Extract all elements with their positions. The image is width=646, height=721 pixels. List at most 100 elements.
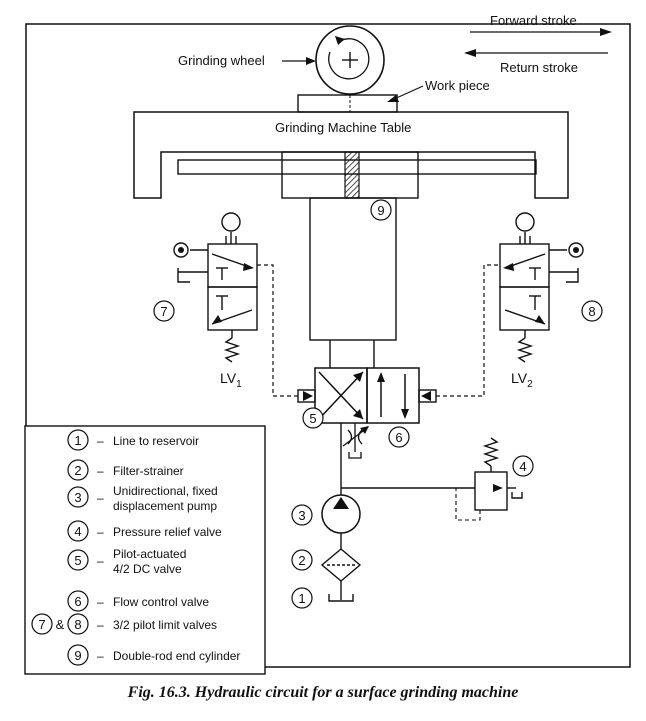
legend-item: 9 –Double-rod end cylinder	[67, 644, 240, 666]
filter-strainer	[320, 548, 362, 582]
lv2-pilot-port-dot	[573, 247, 579, 253]
legend-item: 1 –Line to reservoir	[67, 429, 199, 451]
outer-frame	[25, 23, 631, 668]
legend-number: 3	[74, 490, 81, 505]
legend-dash: –	[97, 525, 104, 539]
work-piece-leader	[391, 85, 424, 101]
legend-number: 4	[74, 524, 81, 539]
svg-text:8: 8	[588, 304, 595, 319]
legend-dash: –	[97, 464, 104, 478]
legend-number-circle	[67, 486, 89, 508]
legend-number-circle	[67, 520, 89, 542]
svg-text:7: 7	[160, 304, 167, 319]
svg-text:9: 9	[377, 203, 384, 218]
num-6-marker: 6	[388, 426, 410, 448]
svg-text:4: 4	[519, 459, 526, 474]
relief-valve-pilot-line	[455, 488, 481, 521]
legend-description: Unidirectional, fixed	[113, 484, 218, 498]
dc-valve-arrow-icon-4	[401, 409, 409, 419]
limit-valve-lv2	[499, 212, 579, 363]
lv2-arrow-icon	[503, 263, 514, 271]
legend-dash: –	[97, 595, 104, 609]
legend-number: 8	[74, 617, 81, 632]
legend-item: 7&8 –3/2 pilot limit valves	[31, 613, 217, 635]
legend-description: Pressure relief valve	[113, 525, 222, 539]
svg-text:3: 3	[298, 508, 305, 523]
dc-valve-arrow-icon-2	[353, 409, 363, 419]
lv2-arrow-icon-2	[535, 315, 545, 324]
limit-valve-lv1	[177, 212, 258, 363]
num-5-marker: 5	[302, 407, 324, 429]
num-7-marker: 7	[153, 300, 175, 322]
dc-valve-pilot-right-arrow-icon	[421, 391, 431, 401]
legend-number: 9	[74, 648, 81, 663]
work-piece-leader-arrow-icon	[387, 95, 399, 102]
legend-number-circle	[67, 429, 89, 451]
svg-text:2: 2	[298, 553, 305, 568]
legend-number: 7	[38, 617, 45, 632]
lv1-label: LV1	[220, 370, 242, 390]
legend-number-circle	[67, 644, 89, 666]
num-1-marker: 1	[291, 587, 313, 609]
legend-description: Flow control valve	[113, 595, 209, 609]
relief-valve-arrow-icon	[493, 484, 503, 492]
legend-description: Double-rod end cylinder	[113, 649, 240, 663]
lv1-pilot-port-icon	[173, 242, 189, 258]
legend-number-circle	[67, 590, 89, 612]
legend-box	[24, 425, 266, 675]
svg-text:1: 1	[298, 591, 305, 606]
dc-valve-pilot-left-arrow-icon	[303, 391, 313, 401]
forward-stroke-label: Forward stroke	[490, 13, 577, 28]
work-piece-label: Work piece	[425, 78, 490, 93]
cylinder-port-lines	[329, 340, 375, 368]
svg-text:6: 6	[395, 430, 402, 445]
grinding-wheel-leader-arrow-icon	[306, 57, 316, 65]
legend-number: 6	[74, 594, 81, 609]
lv2-pilot-port-icon	[568, 242, 584, 258]
legend-description: 4/2 DC valve	[113, 562, 182, 576]
lv2-label: LV2	[511, 370, 533, 390]
lv1-pilot-port-dot	[178, 247, 184, 253]
legend-number: 2	[74, 463, 81, 478]
pressure-relief-valve	[474, 437, 523, 511]
legend-items: 1–Line to reservoir2–Filter-strainer3–Un…	[31, 429, 240, 666]
legend-dash: –	[97, 649, 104, 663]
legend-ampersand: &	[56, 617, 65, 632]
svg-text:5: 5	[309, 411, 316, 426]
legend-item: 2 –Filter-strainer	[67, 459, 184, 481]
num-4-marker: 4	[512, 455, 534, 477]
legend-description: 3/2 pilot limit valves	[113, 618, 217, 632]
num-9-marker: 9	[370, 199, 392, 221]
legend-number: 5	[74, 553, 81, 568]
stroke-direction-arrows	[464, 28, 612, 57]
num-3-marker: 3	[291, 504, 313, 526]
legend-description: displacement pump	[113, 499, 217, 513]
legend-number-circle	[67, 613, 89, 635]
legend-dash: –	[97, 618, 104, 632]
grinding-wheel	[315, 25, 385, 95]
legend-item: 4 –Pressure relief valve	[67, 520, 222, 542]
dc-valve-arrow-icon-3	[377, 372, 385, 382]
legend-number-circle	[67, 549, 89, 571]
reservoir-line	[328, 581, 354, 602]
legend-dash: –	[97, 491, 104, 505]
legend-dash: –	[97, 554, 104, 568]
num-2-marker: 2	[291, 549, 313, 571]
supply-line	[340, 423, 475, 495]
legend-description: Filter-strainer	[113, 464, 184, 478]
legend-number: 1	[74, 433, 81, 448]
figure-caption: Fig. 16.3. Hydraulic circuit for a surfa…	[127, 684, 519, 701]
legend-item: 6 –Flow control valve	[67, 590, 209, 612]
rotation-arrow-icon	[328, 38, 370, 80]
pilot-lines	[257, 264, 500, 397]
rotation-arrowhead-icon	[335, 36, 345, 45]
num-8-marker: 8	[581, 300, 603, 322]
legend-dash: –	[97, 434, 104, 448]
legend-number-circle	[67, 459, 89, 481]
legend-description: Pilot-actuated	[113, 547, 186, 561]
grinding-machine-table	[133, 111, 569, 199]
legend-description: Line to reservoir	[113, 434, 199, 448]
